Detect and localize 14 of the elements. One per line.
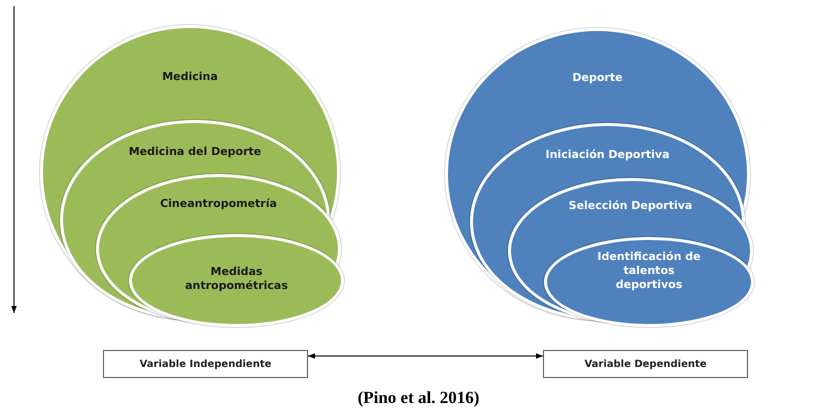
variable-label: Variable Dependiente — [584, 358, 707, 370]
circle-label: Medidas antropométricas — [184, 265, 289, 293]
caption: (Pino et al. 2016) — [356, 388, 480, 408]
circle-label: Selección Deportiva — [568, 199, 694, 213]
double-arrow — [308, 353, 544, 359]
circle-label: Medicina del Deporte — [128, 145, 262, 159]
circle-label: Iniciación Deportiva — [544, 148, 670, 162]
circle-label: Deporte — [571, 71, 624, 85]
circle-label: Identificación de talentos deportivos — [596, 250, 702, 292]
circle-label: Cineantropometría — [159, 197, 278, 211]
variable-label: Variable Independiente — [140, 358, 272, 370]
variable-box — [103, 350, 308, 378]
circle-label: Medicina — [161, 70, 219, 84]
variable-box — [543, 350, 748, 378]
